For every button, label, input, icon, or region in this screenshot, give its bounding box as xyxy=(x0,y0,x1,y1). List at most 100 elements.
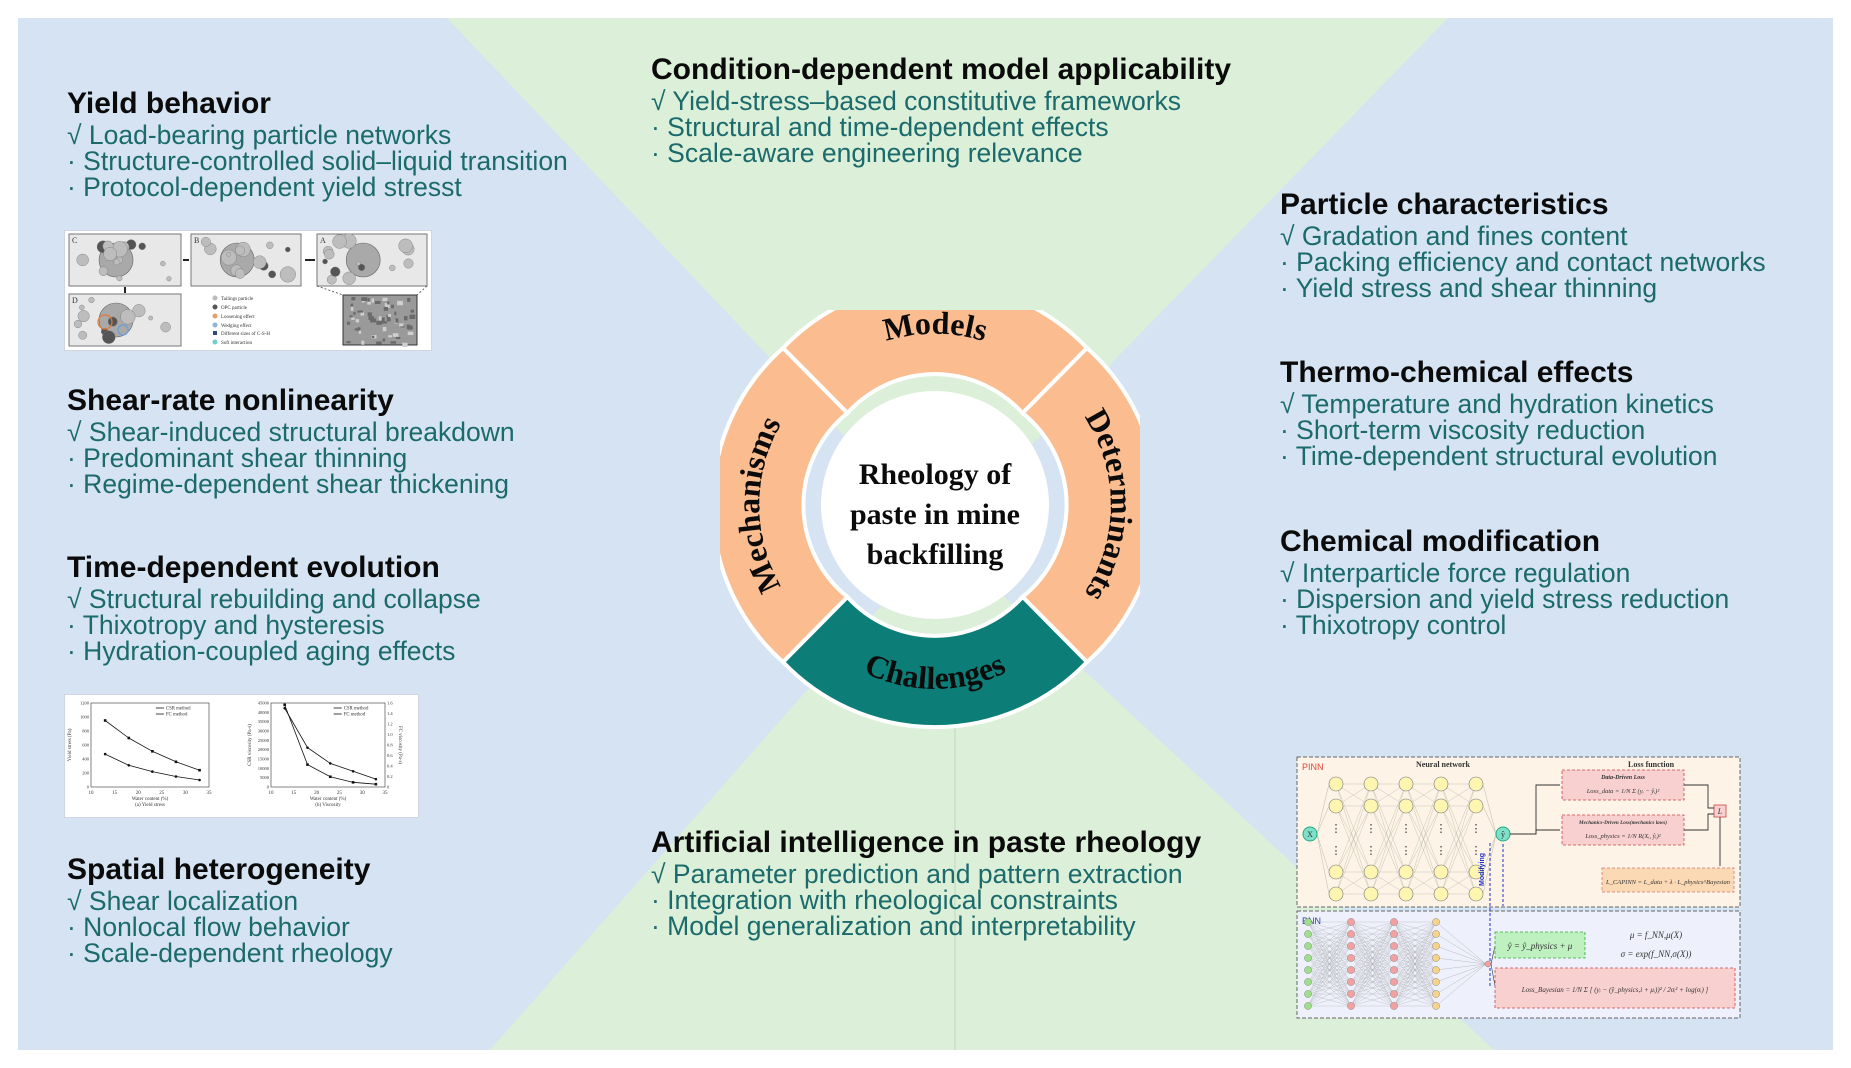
micrograph-texture xyxy=(358,330,362,334)
connection xyxy=(1350,921,1395,959)
neuron xyxy=(1433,886,1449,902)
data-point xyxy=(328,775,332,779)
connection xyxy=(1435,963,1487,971)
panel-letter-b: B xyxy=(194,236,199,245)
micrograph-texture xyxy=(394,311,397,316)
connection xyxy=(1307,945,1352,1007)
micrograph-texture xyxy=(399,323,404,327)
y-tick-label: 40000 xyxy=(258,710,270,715)
micrograph-texture xyxy=(383,306,389,311)
connection xyxy=(1435,963,1487,1007)
bullet-item: √ Parameter prediction and pattern extra… xyxy=(651,859,1183,889)
connection xyxy=(1307,921,1352,959)
bullet-item: √ Load-bearing particle networks xyxy=(67,120,452,150)
connection xyxy=(1393,921,1437,983)
connection xyxy=(1393,921,1437,971)
bnn-neuron xyxy=(1432,990,1440,998)
connection xyxy=(1307,921,1352,995)
y-tick-label: 15000 xyxy=(258,757,270,762)
connection xyxy=(1435,945,1487,965)
neuron xyxy=(1363,776,1379,792)
micrograph-texture xyxy=(375,300,381,304)
connection xyxy=(1307,957,1352,1007)
ring-segment-challenges xyxy=(780,593,1090,730)
micrograph-texture xyxy=(407,297,411,302)
connection xyxy=(1393,957,1437,1007)
data-point xyxy=(103,719,107,722)
bnn-neuron xyxy=(1432,954,1440,962)
y-tick-label: 35000 xyxy=(258,719,270,724)
small-particle xyxy=(76,253,89,267)
micrograph-texture xyxy=(368,316,374,320)
neuron xyxy=(1328,798,1344,814)
bullet-item: · Thixotropy and hysteresis xyxy=(67,610,385,640)
bnn-neuron xyxy=(1347,1002,1355,1010)
bullet-item: · Short-term viscosity reduction xyxy=(1280,415,1646,445)
neuron xyxy=(1433,864,1449,880)
center-title-line-2: paste in mine xyxy=(850,498,1020,531)
connection xyxy=(1350,921,1395,995)
y2-tick-label: 1.6 xyxy=(387,701,393,706)
small-particle xyxy=(107,316,118,327)
y-tick-label: 800 xyxy=(82,729,90,734)
plot-frame xyxy=(270,702,386,788)
connection xyxy=(1440,805,1477,895)
section-shear-rate: Shear-rate nonlinearity √ Shear-induced … xyxy=(67,383,515,497)
connection xyxy=(1393,921,1437,947)
ellipsis: ⋮ xyxy=(1331,823,1342,835)
micrograph-texture xyxy=(350,306,354,311)
small-particle xyxy=(138,242,146,250)
micrograph-texture xyxy=(397,300,403,306)
data-point xyxy=(283,703,286,707)
small-particle xyxy=(102,330,116,344)
micrograph-texture xyxy=(357,310,364,313)
modifying-label: Modifying xyxy=(1479,853,1486,886)
ring-center-disc xyxy=(821,391,1049,619)
bullet-list: √ Structural rebuilding and collapse · T… xyxy=(67,586,481,665)
connection xyxy=(1350,945,1395,1007)
bnn-neuron xyxy=(1304,954,1312,962)
bnn-output-box xyxy=(1494,931,1586,959)
y2-tick-label: 0.8 xyxy=(387,743,393,748)
bullet-item: √ Gradation and fines content xyxy=(1280,221,1628,251)
y2-tick-label: 1.2 xyxy=(387,722,393,727)
y-tick-label: 25000 xyxy=(258,738,270,743)
bullet-item: · Protocol-dependent yield stresst xyxy=(67,172,462,202)
section-particle-characteristics: Particle characteristics √ Gradation and… xyxy=(1280,187,1766,301)
connection xyxy=(1307,921,1352,971)
bnn-network xyxy=(1304,918,1496,1010)
legend-label: Different sizes of C-S-H xyxy=(221,332,270,337)
y2-tick-label: 0.6 xyxy=(387,753,393,758)
small-particle xyxy=(279,266,296,283)
connection xyxy=(1393,945,1437,1007)
section-thermo-chemical: Thermo-chemical effects √ Temperature an… xyxy=(1280,355,1717,469)
connection xyxy=(1393,981,1437,1007)
data-point xyxy=(127,764,131,767)
connection xyxy=(1350,933,1395,1007)
bnn-neuron xyxy=(1390,1002,1398,1010)
zoom-guide-line xyxy=(416,285,428,296)
neuron xyxy=(1363,886,1379,902)
micrograph-texture xyxy=(382,297,388,302)
mechanics-loss-label: Mechanics-Driven Loss(mechanics laws) xyxy=(1578,819,1667,826)
arrow-right-icon xyxy=(1535,829,1560,834)
bnn-neuron xyxy=(1432,930,1440,938)
legend-swatch xyxy=(212,295,218,301)
pinn-network: ⋮⋮⋮⋮⋮⋮⋮⋮⋮⋮ xyxy=(1316,776,1497,902)
data-point xyxy=(127,736,131,740)
panel-letter-a: A xyxy=(320,236,326,245)
x-tick-label: 35 xyxy=(383,791,389,796)
data-point xyxy=(351,781,355,784)
micrograph-texture xyxy=(391,304,394,309)
micrograph-texture xyxy=(350,303,354,307)
data-loss-label: Data-Driven Loss xyxy=(1600,775,1645,781)
y-tick-label: 10000 xyxy=(258,766,270,771)
neuron xyxy=(1363,798,1379,814)
x-tick-label: 20 xyxy=(314,791,320,796)
data-point xyxy=(198,778,201,782)
micrograph-texture xyxy=(382,338,386,342)
small-particle xyxy=(234,268,246,279)
micrograph-texture xyxy=(346,321,351,325)
